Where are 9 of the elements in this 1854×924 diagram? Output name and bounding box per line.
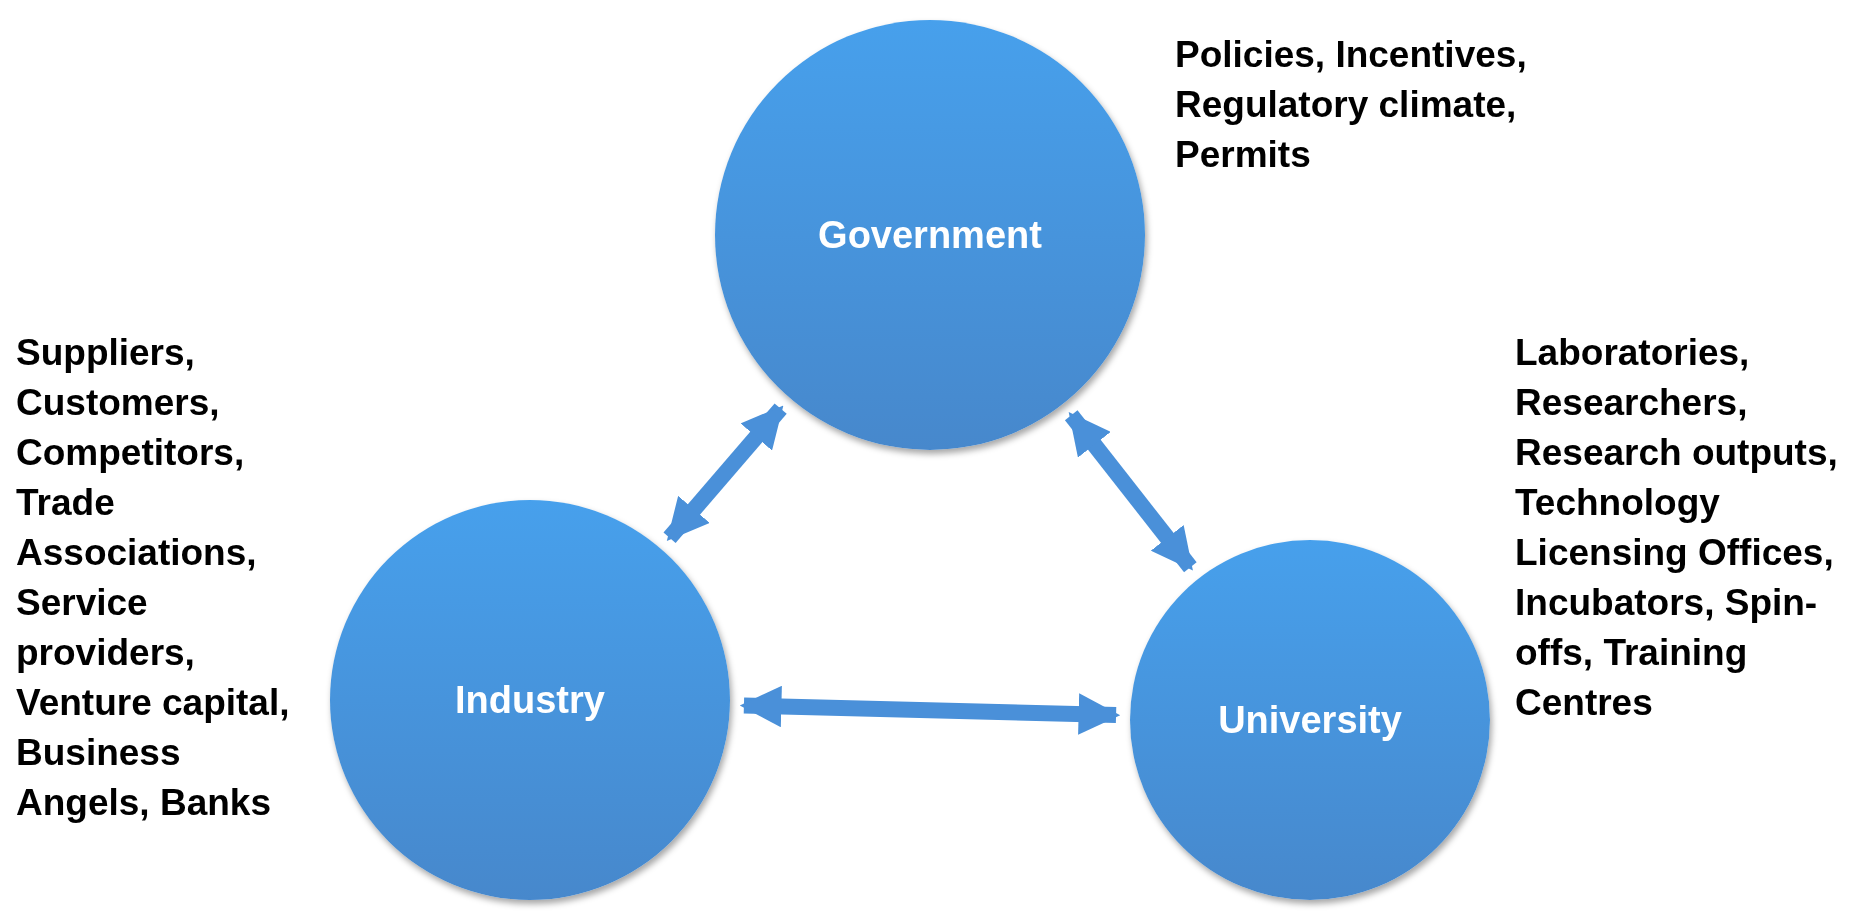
side-note: Suppliers, Customers, Competitors, Trade Associations, Service providers, Venture capital, Business Angels, Banks	[16, 331, 291, 825]
node-label: University	[1218, 698, 1402, 742]
side-note: Laboratories, Researchers, Research outputs, Technology Licensing Offices, Incubators, Spin-offs, Training Centres	[1515, 331, 1839, 725]
node-label: Industry	[455, 678, 605, 722]
double-arrow	[1064, 410, 1197, 573]
double-arrow	[663, 403, 787, 543]
double-arrow	[739, 685, 1121, 735]
node-label: Government	[818, 213, 1042, 257]
side-note: Policies, Incentives, Regulatory climate, Permits	[1175, 33, 1528, 177]
